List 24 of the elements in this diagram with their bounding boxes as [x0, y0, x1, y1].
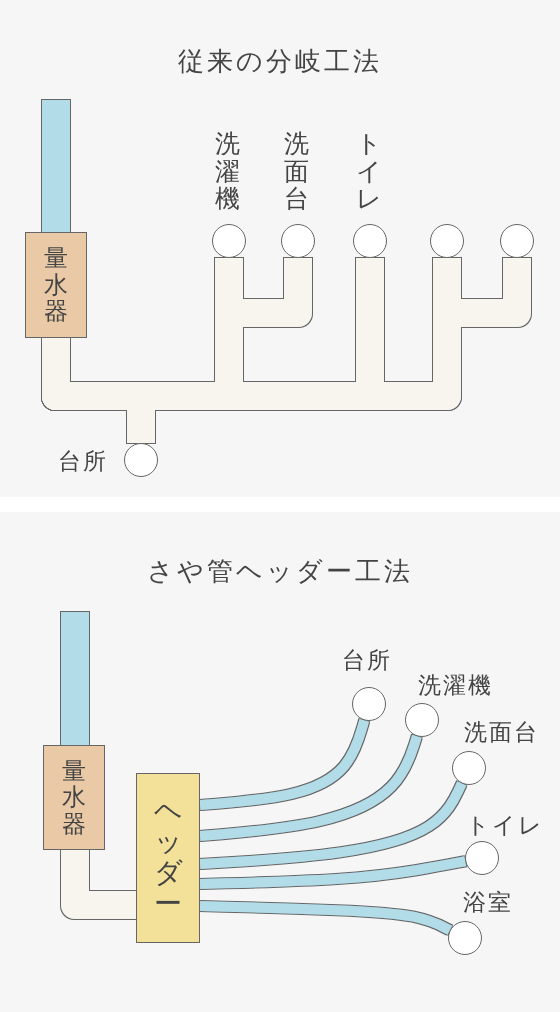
section-heading: 従来の分岐工法 [177, 46, 383, 78]
meter-label: 量水器 [62, 757, 86, 838]
outlet-label: 洗面台 [464, 719, 539, 747]
section-heading: さや管ヘッダー工法 [146, 556, 414, 588]
water-meter-box [25, 232, 87, 338]
flexible-tube [199, 856, 467, 889]
outlet-label: 台所 [58, 448, 108, 476]
water-meter-box [43, 745, 105, 850]
flexible-tube [199, 734, 422, 841]
flexible-tube [199, 781, 467, 869]
water-pipe [42, 100, 70, 232]
header-label: ヘッダー [154, 796, 182, 920]
outlet-label: 台所 [342, 647, 392, 675]
flexible-tube [199, 718, 370, 810]
outlet-label: トイレ [356, 130, 381, 213]
header-box [136, 773, 200, 943]
water-pipe [61, 612, 89, 745]
meter-label: 量水器 [44, 245, 68, 325]
flexible-tube [199, 901, 453, 935]
outlet-label: 洗面台 [284, 130, 309, 213]
outlet-label: 浴室 [463, 889, 513, 917]
outlet-label: 洗濯機 [418, 672, 493, 700]
outlet-label: 洗濯機 [215, 130, 240, 213]
outlet-label: トイレ [466, 812, 544, 840]
